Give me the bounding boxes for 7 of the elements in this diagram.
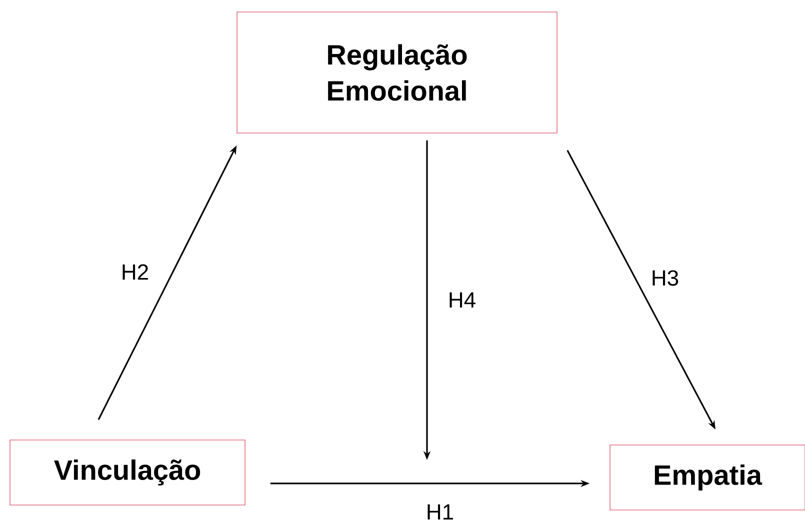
edge-label: H1 (424, 503, 456, 521)
edge-label: H2 (120, 263, 150, 281)
concept-box: Regulação Emocional (236, 12, 558, 134)
edge-label: H4 (446, 291, 478, 309)
edge-label: H3 (650, 269, 680, 287)
concept-box: Empatia (610, 444, 805, 510)
concept-box: Vinculação (10, 440, 246, 506)
